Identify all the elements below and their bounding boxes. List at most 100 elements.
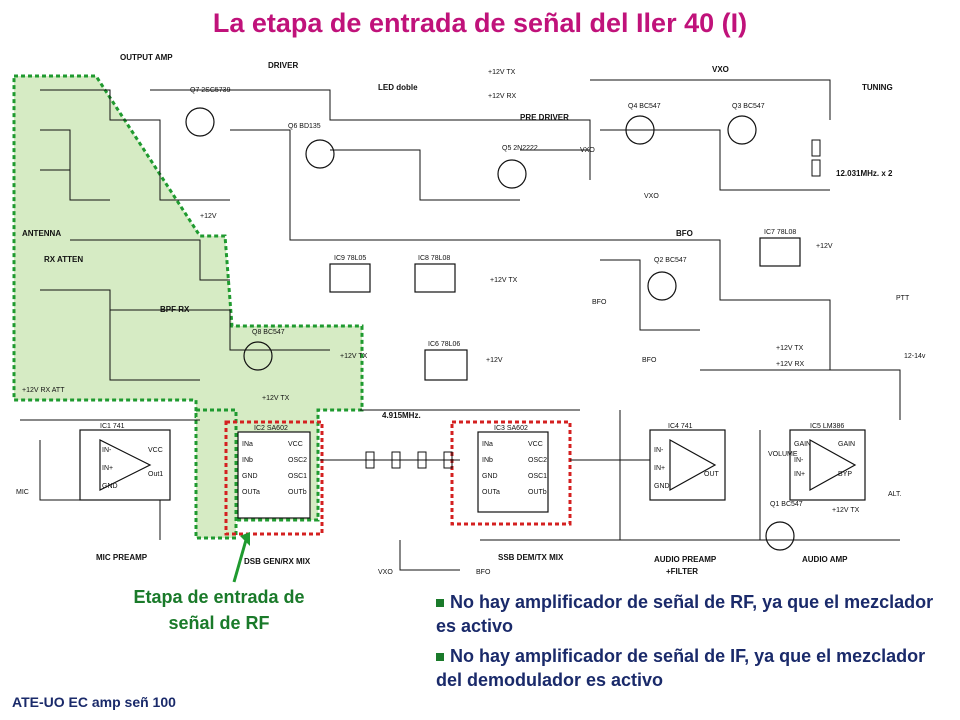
svg-text:RX ATTEN: RX ATTEN xyxy=(44,255,83,264)
svg-text:IN+: IN+ xyxy=(654,465,665,472)
svg-text:IN-: IN- xyxy=(102,447,112,454)
svg-text:GND: GND xyxy=(654,483,670,490)
bullet-text: No hay amplificador de señal de RF, ya q… xyxy=(436,592,934,636)
svg-text:+12V: +12V xyxy=(816,243,833,250)
svg-text:OUTb: OUTb xyxy=(288,489,307,496)
rf-input-highlight xyxy=(12,74,364,522)
svg-text:BFO: BFO xyxy=(592,299,607,306)
ic-boxes xyxy=(79,237,866,519)
ic2-red-box xyxy=(224,420,324,536)
bullet-square-icon xyxy=(436,599,444,608)
callout-line-1: Etapa de entrada de xyxy=(133,587,305,607)
transistor-symbols xyxy=(185,107,795,551)
svg-text:VXO: VXO xyxy=(378,569,393,576)
svg-text:+12V RX ATT: +12V RX ATT xyxy=(22,387,65,394)
svg-text:IC6 78L06: IC6 78L06 xyxy=(428,341,460,348)
svg-text:+12V TX: +12V TX xyxy=(488,69,516,76)
svg-text:IC9 78L05: IC9 78L05 xyxy=(334,255,366,262)
svg-text:OSC2: OSC2 xyxy=(528,457,547,464)
page-title: La etapa de entrada de señal del Iler 40… xyxy=(212,8,748,38)
svg-text:VXO: VXO xyxy=(580,147,595,154)
rf-input-callout: Etapa de entrada de señal de RF xyxy=(94,584,344,636)
svg-text:+12V TX: +12V TX xyxy=(262,395,290,402)
svg-text:LED doble: LED doble xyxy=(378,83,418,92)
svg-text:GAIN: GAIN xyxy=(838,441,855,448)
callout-line-2: señal de RF xyxy=(168,613,270,633)
svg-text:BFO: BFO xyxy=(676,229,693,238)
svg-text:TUNING: TUNING xyxy=(862,83,893,92)
svg-text:OSC1: OSC1 xyxy=(528,473,547,480)
bullet-item: No hay amplificador de señal de IF, ya q… xyxy=(436,644,956,692)
svg-text:Q1 BC547: Q1 BC547 xyxy=(770,501,803,508)
svg-text:+12V TX: +12V TX xyxy=(340,353,368,360)
svg-text:VCC: VCC xyxy=(148,447,163,454)
svg-text:BFO: BFO xyxy=(642,357,657,364)
svg-text:VXO: VXO xyxy=(644,193,659,200)
svg-text:VOLUME: VOLUME xyxy=(768,451,798,458)
svg-text:GND: GND xyxy=(102,483,118,490)
rf-mixer-highlight xyxy=(194,408,238,540)
bullet-item: No hay amplificador de señal de RF, ya q… xyxy=(436,590,956,638)
svg-text:Out1: Out1 xyxy=(148,471,163,478)
svg-text:ANTENNA: ANTENNA xyxy=(22,229,61,238)
svg-text:DSB GEN/RX MIX: DSB GEN/RX MIX xyxy=(244,557,311,566)
svg-text:IN-: IN- xyxy=(794,457,804,464)
svg-text:+12V RX: +12V RX xyxy=(488,93,517,100)
svg-text:+12V TX: +12V TX xyxy=(776,345,804,352)
svg-text:IN+: IN+ xyxy=(794,471,805,478)
slide-footer: ATE-UO EC amp señ 100 xyxy=(12,694,176,710)
svg-text:Q8 BC547: Q8 BC547 xyxy=(252,329,285,336)
svg-text:SSB DEM/TX MIX: SSB DEM/TX MIX xyxy=(498,553,564,562)
svg-text:IN-: IN- xyxy=(654,447,664,454)
svg-text:IC8 78L08: IC8 78L08 xyxy=(418,255,450,262)
svg-text:PTT: PTT xyxy=(896,295,910,302)
svg-text:4.915MHz.: 4.915MHz. xyxy=(382,411,421,420)
svg-text:ALT.: ALT. xyxy=(888,491,902,498)
ic3-red-box xyxy=(450,420,572,526)
svg-text:IN+: IN+ xyxy=(102,465,113,472)
svg-text:+12V TX: +12V TX xyxy=(832,507,860,514)
svg-text:OUT: OUT xyxy=(704,471,720,478)
svg-text:12.031MHz. x 2: 12.031MHz. x 2 xyxy=(836,169,893,178)
svg-text:IC2 SA602: IC2 SA602 xyxy=(254,425,288,432)
svg-text:+12V: +12V xyxy=(200,213,217,220)
callout-arrow xyxy=(232,539,248,583)
svg-text:DRIVER: DRIVER xyxy=(268,61,298,70)
svg-text:MIC: MIC xyxy=(16,489,29,496)
svg-text:IC3 SA602: IC3 SA602 xyxy=(494,425,528,432)
svg-text:OUTb: OUTb xyxy=(528,489,547,496)
svg-text:IC7 78L08: IC7 78L08 xyxy=(764,229,796,236)
svg-text:MIC PREAMP: MIC PREAMP xyxy=(96,553,148,562)
svg-text:+FILTER: +FILTER xyxy=(666,567,698,576)
opamp-symbols xyxy=(99,438,857,492)
svg-text:IC1 741: IC1 741 xyxy=(100,423,125,430)
svg-text:INb: INb xyxy=(242,457,253,464)
svg-text:+12V TX: +12V TX xyxy=(490,277,518,284)
svg-text:IC4 741: IC4 741 xyxy=(668,423,693,430)
bullet-text: No hay amplificador de señal de IF, ya q… xyxy=(436,646,926,690)
svg-text:GND: GND xyxy=(482,473,498,480)
svg-text:Q5 2N2222: Q5 2N2222 xyxy=(502,145,538,152)
svg-text:Q2 BC547: Q2 BC547 xyxy=(654,257,687,264)
svg-text:OUTa: OUTa xyxy=(482,489,500,496)
svg-text:AUDIO AMP: AUDIO AMP xyxy=(802,555,848,564)
svg-text:GND: GND xyxy=(242,473,258,480)
svg-text:OUTa: OUTa xyxy=(242,489,260,496)
svg-text:OUTPUT AMP: OUTPUT AMP xyxy=(120,53,173,62)
svg-text:VCC: VCC xyxy=(528,441,543,448)
svg-text:+12V RX: +12V RX xyxy=(776,361,805,368)
svg-text:IC5 LM386: IC5 LM386 xyxy=(810,423,844,430)
svg-text:12-14v: 12-14v xyxy=(904,353,926,360)
svg-text:OSC2: OSC2 xyxy=(288,457,307,464)
svg-text:BYP: BYP xyxy=(838,471,852,478)
svg-text:VXO: VXO xyxy=(712,65,729,74)
bullet-list: No hay amplificador de señal de RF, ya q… xyxy=(436,590,956,698)
svg-text:Q6 BD135: Q6 BD135 xyxy=(288,123,321,130)
bullet-square-icon xyxy=(436,653,444,662)
svg-text:AUDIO PREAMP: AUDIO PREAMP xyxy=(654,555,717,564)
svg-text:BPF RX: BPF RX xyxy=(160,305,190,314)
svg-text:+12V: +12V xyxy=(486,357,503,364)
svg-text:INa: INa xyxy=(242,441,253,448)
svg-text:PRE DRIVER: PRE DRIVER xyxy=(520,113,569,122)
